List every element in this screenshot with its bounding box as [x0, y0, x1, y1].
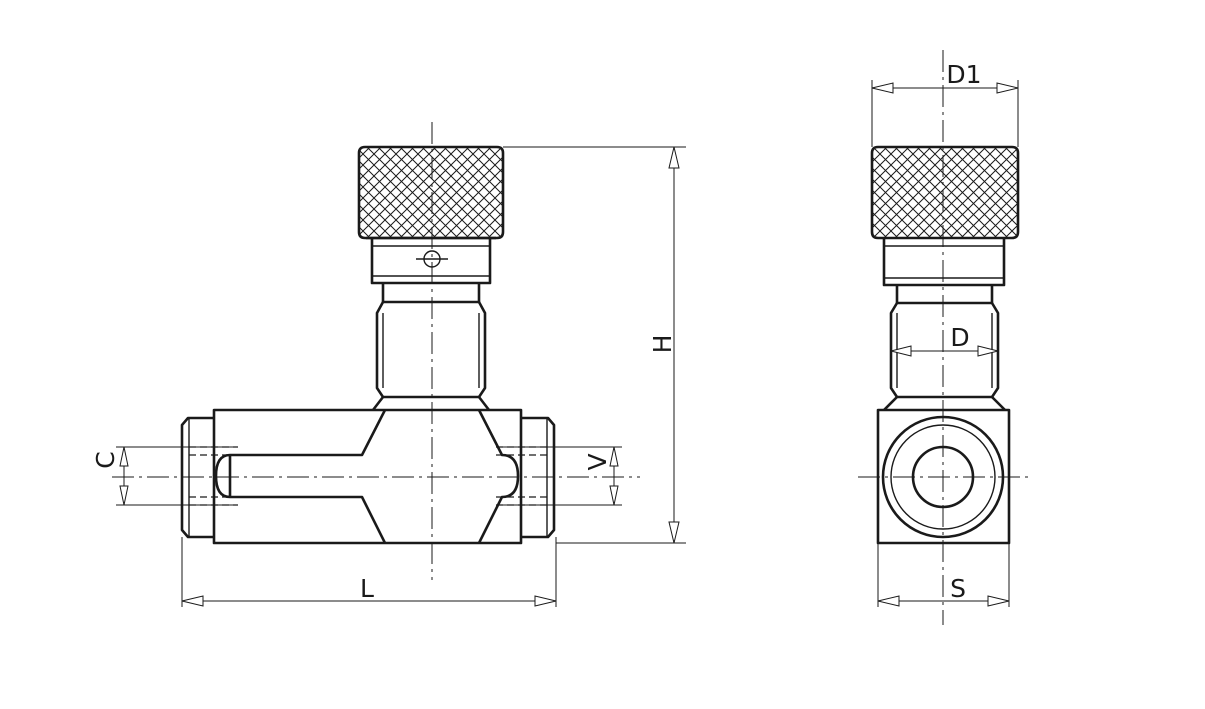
- dimension-l: L: [181, 537, 557, 607]
- front-knurled-knob: [357, 145, 505, 240]
- dimension-d: D: [890, 323, 999, 357]
- front-threaded-stem: [371, 301, 491, 411]
- dimension-h: H: [503, 146, 686, 544]
- side-knurled-knob: [870, 145, 1020, 240]
- front-bonnet-collar: [366, 236, 496, 285]
- dimension-label-d1: D1: [946, 60, 981, 89]
- dimension-label-v: V: [583, 453, 612, 470]
- front-view: [112, 122, 640, 580]
- side-threaded-stem: [883, 302, 1006, 411]
- side-port-thread-ring: [890, 424, 996, 530]
- dimension-d1: D1: [871, 60, 1019, 147]
- dimension-label-c: C: [91, 451, 120, 468]
- side-bonnet-collar: [882, 238, 1006, 287]
- dimension-v: V: [496, 446, 622, 506]
- dimension-label-d: D: [950, 323, 969, 352]
- dimension-c: C: [91, 446, 238, 506]
- dimension-s: S: [877, 543, 1010, 607]
- dimension-label-s: S: [950, 574, 966, 603]
- side-neck: [895, 285, 994, 305]
- dimension-label-h: H: [648, 335, 677, 354]
- front-neck: [381, 283, 481, 304]
- side-view: [858, 50, 1030, 625]
- dimension-label-l: L: [360, 574, 374, 603]
